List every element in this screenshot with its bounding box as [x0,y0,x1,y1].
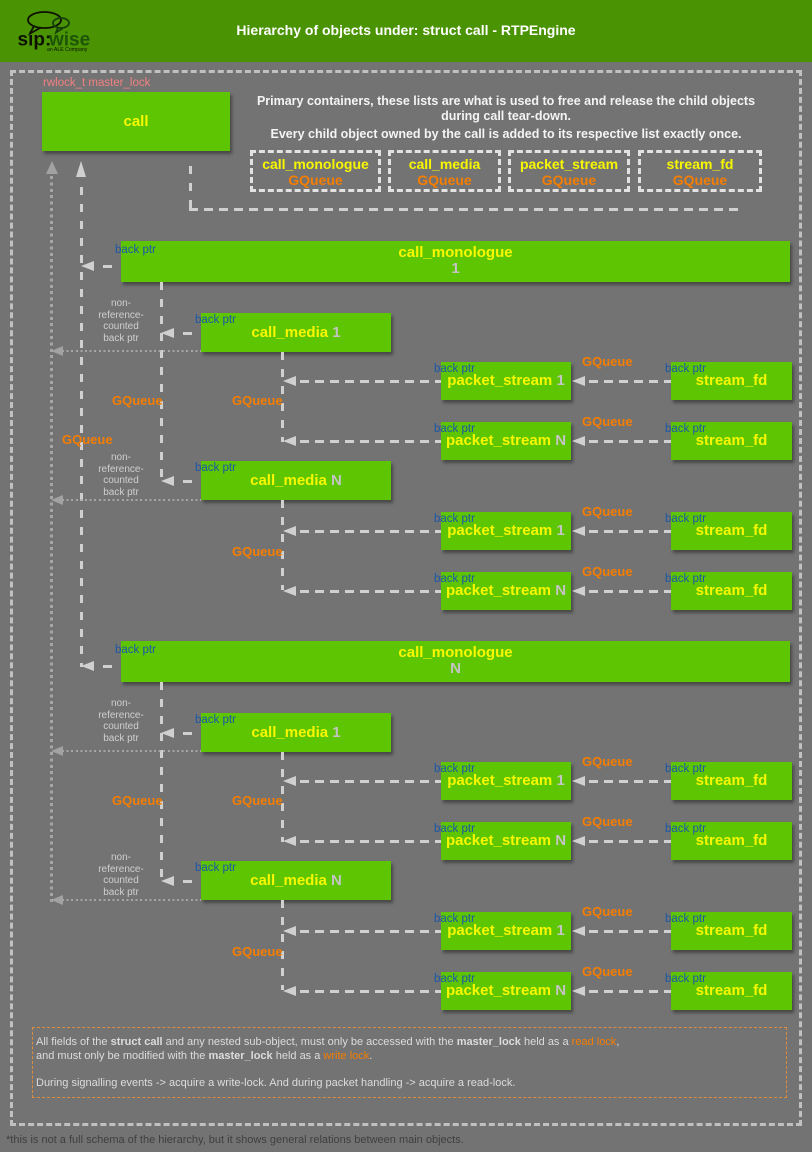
svg-text:wise: wise [48,30,90,51]
svg-text:an ALE Company: an ALE Company [47,47,88,53]
svg-text:sip:: sip: [18,30,52,51]
